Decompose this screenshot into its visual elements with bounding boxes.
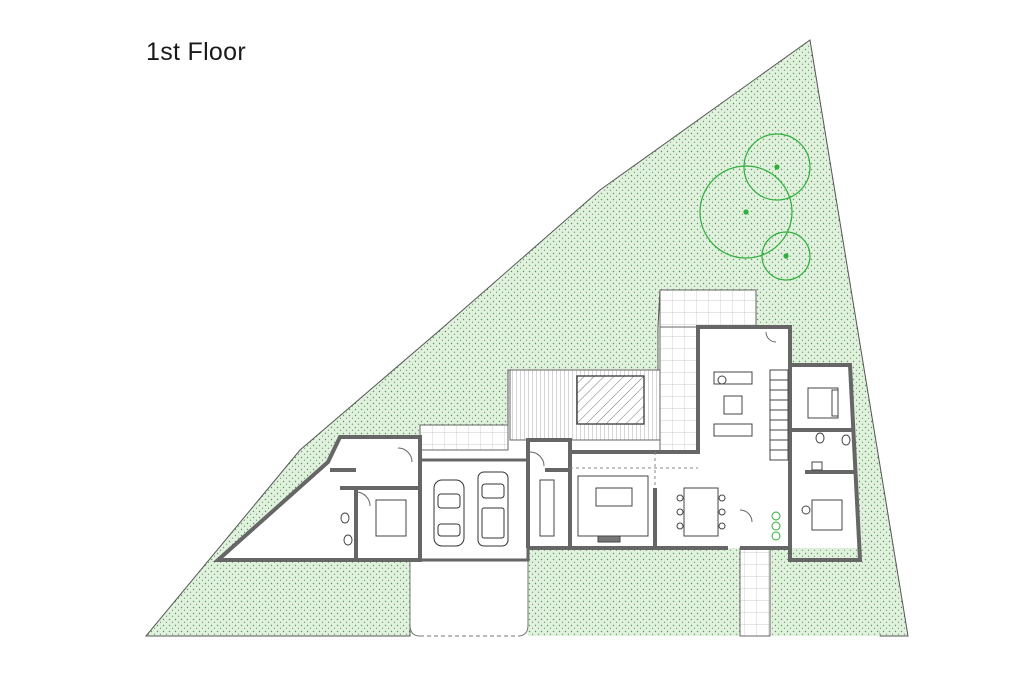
pool-hatch <box>576 375 645 425</box>
terrace-tiles-top <box>659 289 757 328</box>
building-walls <box>212 325 863 562</box>
door-swings <box>355 331 777 523</box>
dining-table-icon <box>676 487 726 537</box>
toilet-icon <box>815 432 825 444</box>
sofa-icon <box>713 423 753 437</box>
terrace-tiles-side <box>659 326 699 453</box>
plan-title: 1st Floor <box>146 38 246 66</box>
kitchen-island <box>595 487 633 507</box>
bathrooms <box>340 432 851 546</box>
guest-wing-walls <box>212 435 422 562</box>
interior-lines <box>570 452 698 488</box>
tree-canopy-icon <box>743 133 811 201</box>
trees <box>699 133 811 281</box>
toilet-icon <box>841 434 851 446</box>
tree-canopy-icon <box>761 231 811 281</box>
bed-icon <box>811 499 843 531</box>
front-plants <box>771 511 781 541</box>
car-icon <box>477 471 509 547</box>
tree-canopy-icon <box>699 165 793 259</box>
bedroom-upper <box>807 387 839 419</box>
potted-plant-icon <box>771 531 781 541</box>
staircase-icon <box>769 369 789 461</box>
entry-tiles <box>419 424 509 451</box>
driveway <box>409 559 529 637</box>
lawn-front-middle <box>528 548 740 636</box>
potted-plant-icon <box>771 521 781 531</box>
site-lawn <box>144 39 909 637</box>
bed-icon <box>375 499 407 537</box>
potted-plant-icon <box>771 511 781 521</box>
potted-plant-icon <box>801 505 811 515</box>
living-room <box>713 371 753 437</box>
guest-bedroom <box>375 499 407 537</box>
bedroom-lower <box>801 499 843 531</box>
kitchen <box>539 475 649 543</box>
toilet-icon <box>343 534 353 546</box>
toilet-icon <box>340 512 350 524</box>
walkway <box>739 547 771 637</box>
lawn-front-right <box>770 548 880 636</box>
car-icon <box>433 479 465 547</box>
garage-cars <box>433 471 509 547</box>
potted-plant-icon <box>717 375 727 385</box>
bedroom-wing-walls <box>788 363 863 562</box>
